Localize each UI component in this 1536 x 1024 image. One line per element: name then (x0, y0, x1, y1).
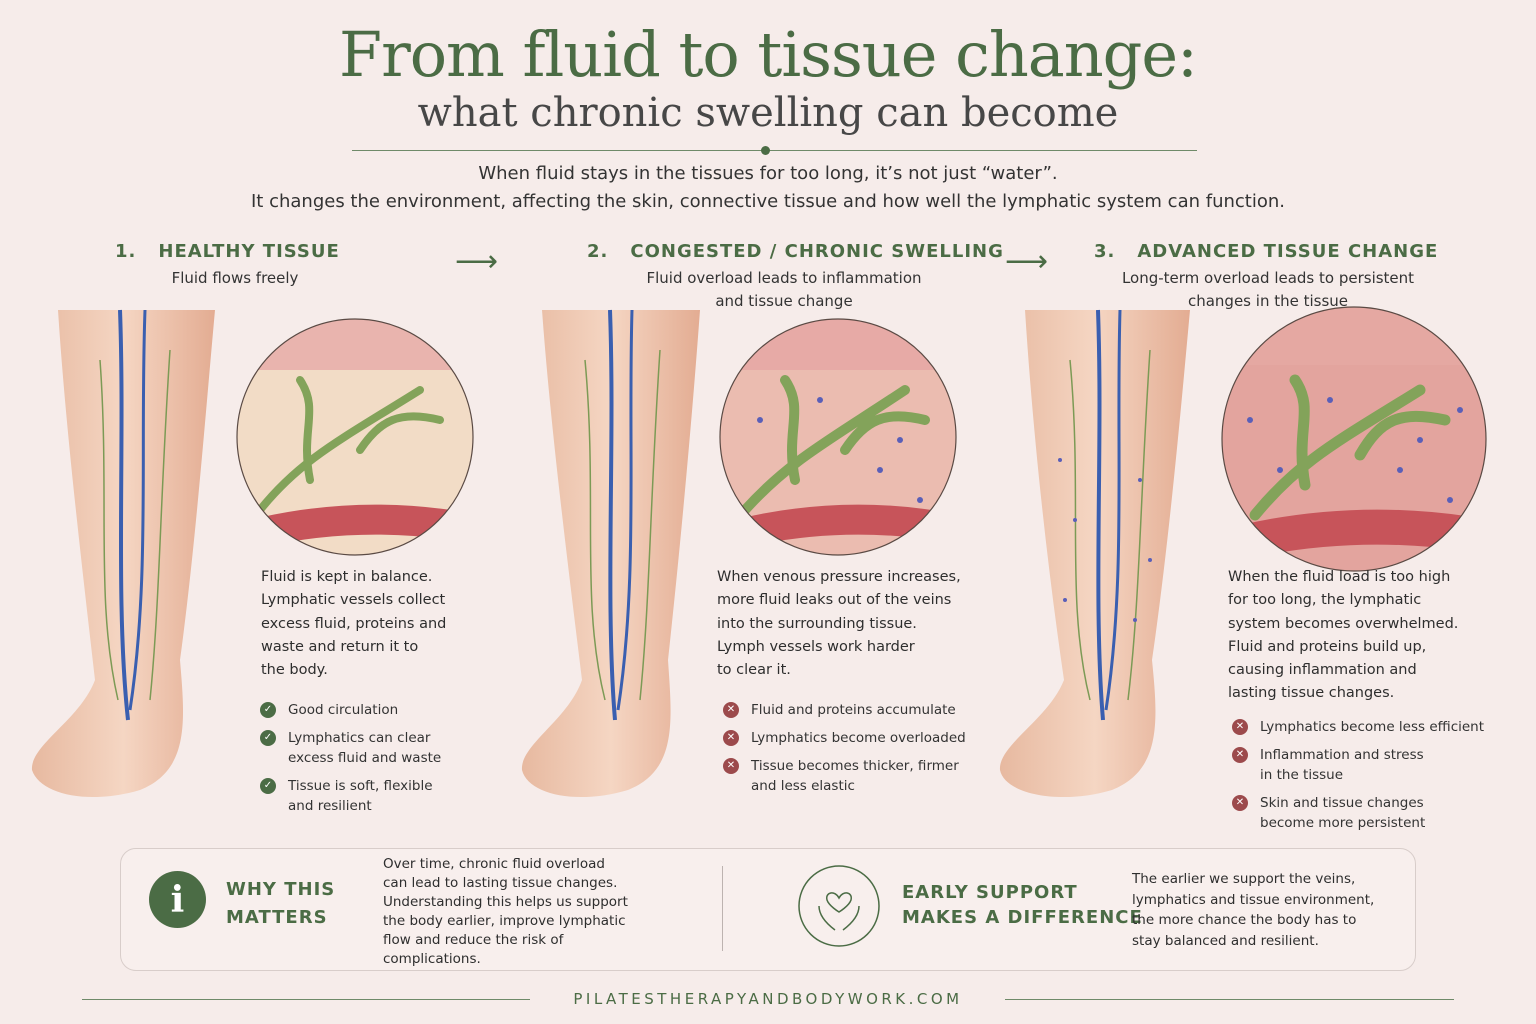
intro-line: It changes the environment, affecting th… (251, 191, 1285, 212)
list-item: ✕Fluid and proteins accumulate (723, 700, 966, 720)
heart-hands-icon (798, 865, 880, 947)
tissue-healthy-closeup (237, 319, 473, 555)
check-icon: ✓ (260, 778, 276, 794)
stage-2-description: When venous pressure increases,more flui… (717, 569, 961, 679)
divider (352, 150, 1197, 151)
intro-line: When fluid stays in the tissues for too … (478, 163, 1058, 184)
stage-1-heading: 1.HEALTHY TISSUE (115, 241, 340, 262)
footer-line (82, 999, 530, 1000)
stage-1-description: Fluid is kept in balance.Lymphatic vesse… (261, 569, 447, 679)
x-icon: ✕ (1232, 795, 1248, 811)
divider-dot (761, 146, 770, 155)
info-box (120, 848, 1416, 971)
stage-1-subtitle: Fluid flows freely (171, 269, 299, 287)
leg-congested-illustration (521, 309, 700, 798)
list-item: ✕Lymphatics become overloaded (723, 728, 966, 748)
x-icon: ✕ (723, 702, 739, 718)
stage-2-bullets: ✕Fluid and proteins accumulate ✕Lymphati… (723, 700, 966, 804)
list-item: ✕Lymphatics become less efficient (1232, 717, 1484, 737)
arrow-icon: ⟶ (1005, 244, 1049, 279)
check-icon: ✓ (260, 730, 276, 746)
tissue-congested-closeup (720, 319, 956, 555)
page-subtitle: what chronic swelling can become (417, 90, 1119, 136)
x-icon: ✕ (723, 758, 739, 774)
footer-line (1005, 999, 1454, 1000)
arrow-icon: ⟶ (455, 244, 499, 279)
stage-3-heading: 3.ADVANCED TISSUE CHANGE (1094, 241, 1439, 262)
page-title: From fluid to tissue change: (339, 18, 1198, 91)
stage-3-bullets: ✕Lymphatics become less efficient ✕Infla… (1232, 717, 1484, 841)
box-divider (722, 866, 723, 951)
illustrations (31, 306, 1487, 798)
x-icon: ✕ (1232, 747, 1248, 763)
tissue-advanced-closeup (1222, 307, 1486, 571)
leg-healthy-illustration (31, 309, 215, 798)
early-support-text: The earlier we support the veins,lymphat… (1132, 871, 1375, 949)
check-icon: ✓ (260, 702, 276, 718)
leg-advanced-illustration (999, 309, 1190, 798)
x-icon: ✕ (723, 730, 739, 746)
x-icon: ✕ (1232, 719, 1248, 735)
info-icon: i (149, 871, 206, 928)
footer-website: PILATESTHERAPYANDBODYWORK.COM (573, 990, 963, 1008)
stage-2-heading: 2.CONGESTED / CHRONIC SWELLING (587, 241, 1004, 262)
list-item: ✓Good circulation (260, 700, 441, 720)
